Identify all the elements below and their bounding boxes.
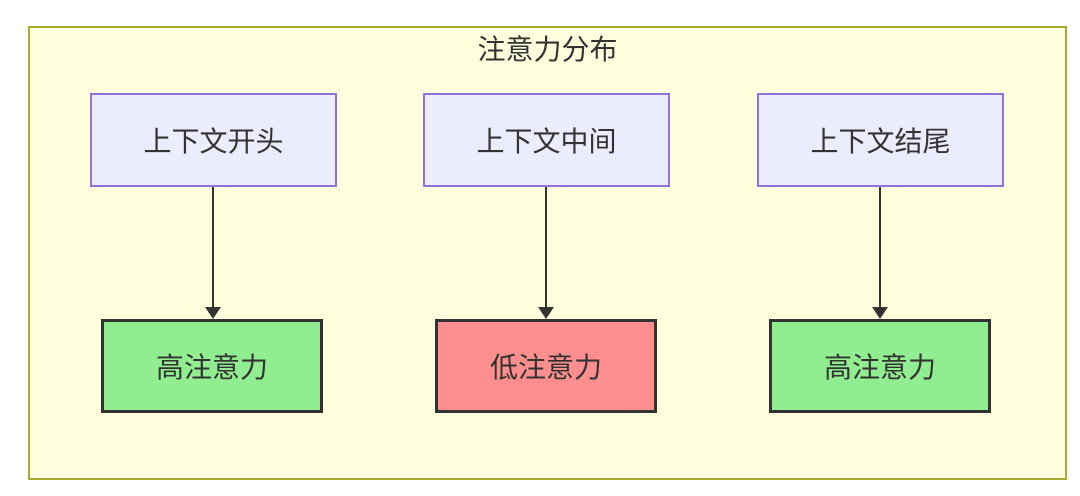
node-context-end: 上下文结尾 [757, 93, 1004, 187]
node-label: 上下文中间 [476, 126, 617, 157]
edge-end-to-high-attention [879, 187, 881, 307]
node-low-attention-middle: 低注意力 [435, 319, 657, 413]
cluster-title: 注意力分布 [477, 34, 618, 65]
edge-start-to-high-attention [212, 187, 214, 307]
node-label: 上下文结尾 [810, 126, 951, 157]
node-high-attention-start: 高注意力 [101, 319, 323, 413]
node-context-start: 上下文开头 [90, 93, 337, 187]
node-label: 上下文开头 [143, 126, 284, 157]
node-label: 高注意力 [155, 352, 268, 383]
node-context-middle: 上下文中间 [423, 93, 670, 187]
attention-distribution-cluster: 注意力分布 上下文开头 上下文中间 上下文结尾 高注意力 低注意力 高注意力 [28, 26, 1067, 480]
node-label: 低注意力 [489, 352, 602, 383]
arrowhead-icon [205, 307, 221, 319]
arrowhead-icon [872, 307, 888, 319]
node-label: 高注意力 [823, 352, 936, 383]
arrowhead-icon [538, 307, 554, 319]
node-high-attention-end: 高注意力 [769, 319, 991, 413]
edge-middle-to-low-attention [545, 187, 547, 307]
